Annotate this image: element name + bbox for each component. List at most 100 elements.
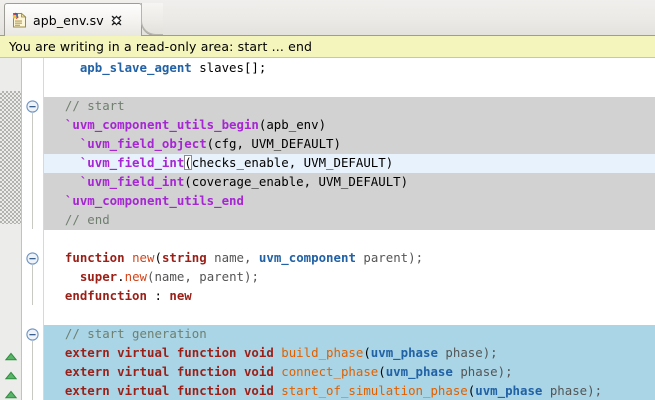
code-token: name, [206,250,259,265]
code-token: . [117,269,125,284]
code-token: ( [378,364,386,379]
code-token: new [169,288,192,303]
code-token: phase); [542,383,603,398]
marker-ruler[interactable] [0,58,22,400]
code-token: build_phase [281,345,364,360]
code-line[interactable]: `uvm_field_object(cfg, UVM_DEFAULT) [44,134,655,153]
code-token: : [146,288,170,303]
code-text-area[interactable]: apb_slave_agent slaves[]; // start `uvm_… [44,58,655,400]
line-highlight [44,382,655,400]
code-token: // end [64,212,110,227]
code-token: uvm_phase [370,345,438,360]
code-line[interactable]: `uvm_field_int(checks_enable, UVM_DEFAUL… [44,153,655,172]
code-line[interactable]: extern virtual function void start_of_si… [44,381,655,400]
code-token: checks_enable, UVM_DEFAULT) [191,155,394,170]
code-line[interactable]: super.new(name, parent); [44,267,655,286]
code-line[interactable]: endfunction : new [44,286,655,305]
line-highlight [44,325,655,344]
code-line[interactable]: `uvm_component_utils_end [44,191,655,210]
code-token: extern virtual function void [64,383,274,398]
code-token: `uvm_component_utils_begin [64,117,259,132]
code-line[interactable]: // start generation [44,324,655,343]
code-line[interactable]: `uvm_component_utils_begin(apb_env) [44,115,655,134]
fold-collapse-icon[interactable] [26,328,39,341]
code-token: phase); [452,364,513,379]
line-highlight [44,211,655,230]
code-token: (coverage_enable, UVM_DEFAULT) [184,174,409,189]
tab-label: apb_env.sv [33,12,104,28]
code-line[interactable] [44,229,655,248]
close-icon[interactable] [111,15,122,26]
code-token: connect_phase [281,364,379,379]
code-token: start_of_simulation_phase [281,383,468,398]
code-token: (apb_env) [258,117,327,132]
code-token: function [64,250,125,265]
code-token [50,288,65,303]
code-token [50,364,65,379]
code-editor[interactable]: apb_slave_agent slaves[]; // start `uvm_… [0,58,655,400]
line-highlight [44,154,655,173]
code-line[interactable]: extern virtual function void connect_pha… [44,362,655,381]
code-token [50,212,65,227]
code-token [50,60,80,75]
code-token: `uvm_field_int [79,174,185,189]
code-token: (name, parent); [147,269,259,284]
code-token: uvm_phase [385,364,453,379]
code-token: // start [64,98,125,113]
code-line[interactable]: // start [44,96,655,115]
code-token [50,193,65,208]
code-line[interactable]: function new(string name, uvm_component … [44,248,655,267]
editor-tab-bar: apb_env.sv [0,0,655,36]
bracket-match: ( [184,155,192,170]
code-token: parent); [355,250,424,265]
code-line[interactable]: // end [44,210,655,229]
green-triangle-marker-icon[interactable] [4,350,18,361]
code-token: uvm_phase [475,383,543,398]
folding-ruler[interactable] [22,58,44,400]
code-token: ( [154,250,162,265]
code-token: super [79,269,118,284]
code-token: ( [467,383,476,398]
code-token: // start generation [64,326,207,341]
fold-guide-line [32,265,33,305]
code-token: extern virtual function void [64,345,274,360]
code-token: `uvm_component_utils_end [64,193,244,208]
line-highlight [44,173,655,192]
code-token [50,174,80,189]
green-triangle-marker-icon[interactable] [4,388,18,399]
line-highlight [44,192,655,211]
code-line[interactable]: extern virtual function void build_phase… [44,343,655,362]
line-highlight-layer [0,58,655,400]
line-highlight [44,97,655,116]
code-token: apb_slave_agent [79,60,192,75]
code-line[interactable] [44,305,655,324]
fold-collapse-icon[interactable] [26,252,39,265]
code-line[interactable] [44,77,655,96]
line-highlight [44,344,655,363]
green-triangle-marker-icon[interactable] [4,369,18,380]
code-line[interactable]: `uvm_field_int(coverage_enable, UVM_DEFA… [44,172,655,191]
code-token: string [161,250,207,265]
fold-guide-line [32,341,33,400]
code-token: extern virtual function void [64,364,274,379]
fold-collapse-icon[interactable] [26,100,39,113]
code-token [50,269,80,284]
code-token: `uvm_field_object [79,136,207,151]
code-token [50,250,65,265]
tab-apb-env-sv[interactable]: apb_env.sv [4,3,142,36]
code-token [50,98,65,113]
code-token: new [132,250,155,265]
line-highlight [44,135,655,154]
fold-guide-line [32,113,33,229]
code-token [50,155,80,170]
readonly-hatch-indicator [0,91,21,224]
code-token [50,326,65,341]
code-token: phase); [437,345,498,360]
code-token: new [124,269,148,284]
code-token [50,117,65,132]
line-highlight [44,116,655,135]
readonly-warning-banner: You are writing in a read-only area: sta… [0,36,655,58]
code-line[interactable]: apb_slave_agent slaves[]; [44,58,655,77]
code-token [50,345,65,360]
